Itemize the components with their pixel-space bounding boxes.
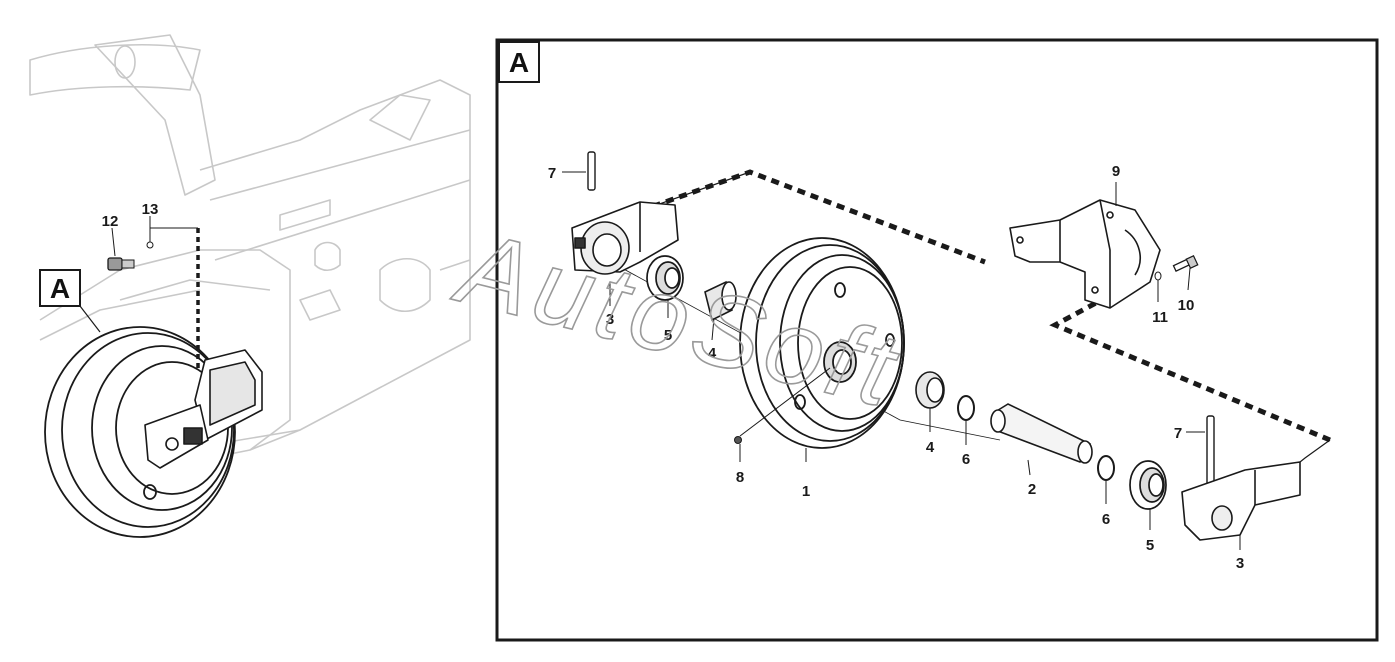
callout-11: 11 <box>1152 309 1168 326</box>
shaft <box>990 403 1093 464</box>
overview-idler-wheel <box>44 326 236 538</box>
callout-7b: 7 <box>1174 425 1182 442</box>
bracket-right <box>1181 461 1301 541</box>
callout-9: 9 <box>1112 163 1120 180</box>
callout-5a: 5 <box>664 327 672 344</box>
callout-5b: 5 <box>1146 537 1154 554</box>
callout-7a: 7 <box>548 165 556 182</box>
bolt <box>1172 254 1199 272</box>
callout-13: 13 <box>142 201 159 218</box>
callout-10: 10 <box>1178 297 1195 314</box>
seal-left <box>646 255 684 301</box>
callout-2: 2 <box>1028 481 1036 498</box>
seal-right <box>1129 460 1167 510</box>
overview-washer <box>146 241 154 249</box>
overview-view-marker: A <box>39 269 101 333</box>
callout-3a: 3 <box>606 311 614 328</box>
washer <box>1154 271 1162 281</box>
callout-8: 8 <box>736 469 744 486</box>
callout-4b: 4 <box>926 439 935 456</box>
idler-wheel <box>739 237 905 449</box>
overview-screw <box>107 257 135 271</box>
mounting-bracket <box>1009 199 1161 309</box>
detail-panel-frame <box>495 38 1379 642</box>
detail-view-marker: A <box>498 41 540 83</box>
bracket-left <box>571 201 679 275</box>
callout-6b: 6 <box>1102 511 1110 528</box>
detail-view-marker-label: A <box>509 47 529 78</box>
callout-4a: 4 <box>708 345 717 362</box>
callout-1: 1 <box>802 483 810 500</box>
detail-assembly-path-lower <box>1049 287 1331 443</box>
overview-machine-frame <box>29 34 471 461</box>
overview-idler-bracket <box>144 349 263 469</box>
leader-lines <box>609 182 1241 550</box>
callout-3b: 3 <box>1236 555 1244 572</box>
pin-upper <box>562 151 596 191</box>
bushing-right <box>915 371 945 409</box>
callout-12: 12 <box>102 213 119 230</box>
plug <box>734 436 742 444</box>
overview-view-marker-label: A <box>50 273 70 304</box>
bushing-left <box>704 280 737 322</box>
callout-6a: 6 <box>962 451 970 468</box>
